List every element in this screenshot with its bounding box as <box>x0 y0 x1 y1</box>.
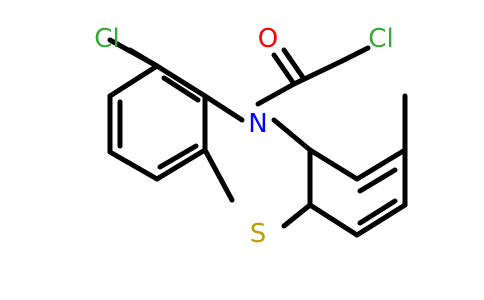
bond-left-ring-2-inner <box>161 75 201 103</box>
bond-center-top-right <box>271 117 313 153</box>
bond-carbonyl-o-2 <box>281 47 307 82</box>
bond-center-top-left <box>202 93 245 123</box>
bond-n-carbonyl <box>255 81 297 107</box>
bond-left-ring-5 <box>107 149 160 182</box>
bond-right-ring-5-inner <box>357 198 398 226</box>
bond-right-ring-2 <box>354 147 408 182</box>
bond-center-bottom-right <box>281 202 313 229</box>
bond-ch2-cl <box>339 45 371 64</box>
bond-right-ring-4 <box>307 202 360 238</box>
bond-left-ring-2 <box>154 63 208 99</box>
sulfur-label: S <box>250 219 267 249</box>
bond-left-ring-4 <box>154 147 208 182</box>
nitrogen-label: N <box>248 109 267 139</box>
bond-left-ring-7 <box>107 63 160 99</box>
bond-right-ring-1 <box>307 147 360 182</box>
bond-center-bottom-left <box>202 147 235 203</box>
chlorine-left-label: Cl <box>94 24 119 54</box>
bond-right-ring-2-inner <box>357 167 398 194</box>
oxygen-label: O <box>258 24 278 54</box>
chlorine-right-label: Cl <box>368 24 393 54</box>
bond-left-chlorine <box>127 47 160 69</box>
bond-right-ring-5 <box>354 202 408 238</box>
bond-left-ring-4-inner <box>157 143 199 170</box>
bond-carbonyl-o-1 <box>271 52 297 87</box>
bond-carbonyl-ch2 <box>291 58 345 87</box>
